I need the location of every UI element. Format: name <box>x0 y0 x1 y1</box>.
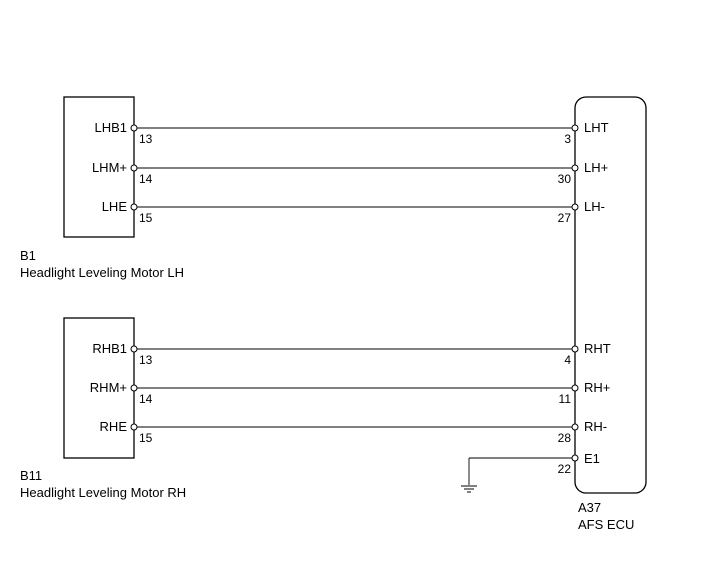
ecu-terminal-dot <box>571 384 579 392</box>
ecu-terminal-label: LH- <box>584 199 605 214</box>
ecu-name: AFS ECU <box>578 517 635 532</box>
motor-terminal-label: LHM+ <box>92 160 127 175</box>
ecu-pin-number: 3 <box>564 132 571 146</box>
ground-ecu-pin: 22 <box>558 462 572 476</box>
ecu-terminal-label: LH+ <box>584 160 608 175</box>
lh-motor-code: B1 <box>20 248 36 263</box>
ecu-pin-number: 11 <box>559 392 572 406</box>
motor-pin-number: 14 <box>139 172 153 186</box>
wire-5: RHM+ 14 11 RH+ <box>90 380 611 406</box>
motor-pin-number: 14 <box>139 392 153 406</box>
motor-pin-number: 13 <box>139 353 153 367</box>
ground-ecu-terminal: E1 <box>584 451 600 466</box>
motor-terminal-label: LHE <box>102 199 128 214</box>
rh-motor-code: B11 <box>20 468 43 483</box>
ground-icon <box>461 485 477 493</box>
ground-terminal <box>571 454 579 462</box>
ecu-terminal-dot <box>571 124 579 132</box>
ecu-terminal-dot <box>571 345 579 353</box>
ecu-caption: A37 AFS ECU <box>578 499 634 533</box>
wire-6: RHE 15 28 RH- <box>100 419 608 445</box>
motor-terminal-dot <box>130 124 138 132</box>
motor-terminal-label: LHB1 <box>94 120 127 135</box>
motor-terminal-dot <box>130 164 138 172</box>
motor-pin-number: 13 <box>139 132 153 146</box>
rh-motor-name: Headlight Leveling Motor RH <box>20 485 187 500</box>
ecu-terminal-dot <box>571 423 579 431</box>
ecu-pin-number: 4 <box>564 353 571 367</box>
motor-terminal-dot <box>130 423 138 431</box>
ecu-terminal-label: RH- <box>584 419 607 434</box>
ecu-pin-number: 27 <box>558 211 572 225</box>
ecu-pin-number: 28 <box>558 431 572 445</box>
motor-terminal-dot <box>130 384 138 392</box>
ecu-terminal-label: RH+ <box>584 380 610 395</box>
motor-terminal-dot <box>130 203 138 211</box>
ecu-code: A37 <box>578 500 602 515</box>
ecu-box <box>574 96 647 494</box>
motor-terminal-label: RHE <box>100 419 128 434</box>
lh-motor-name: Headlight Leveling Motor LH <box>20 265 185 280</box>
ground-wire: 22 E1 <box>468 451 600 485</box>
wire-1: LHB1 13 3 LHT <box>94 120 608 146</box>
motor-terminal-label: RHM+ <box>90 380 127 395</box>
wire-3: LHE 15 27 LH- <box>102 199 605 225</box>
ecu-terminal-label: LHT <box>584 120 609 135</box>
rh-motor-caption: B11 Headlight Leveling Motor RH <box>20 467 186 501</box>
lh-motor-caption: B1 Headlight Leveling Motor LH <box>20 247 184 281</box>
ecu-terminal-dot <box>571 164 579 172</box>
ecu-terminal-dot <box>571 203 579 211</box>
motor-terminal-label: RHB1 <box>92 341 127 356</box>
motor-pin-number: 15 <box>139 211 153 225</box>
wire-4: RHB1 13 4 RHT <box>92 341 610 367</box>
ecu-pin-number: 30 <box>558 172 572 186</box>
ecu-terminal-label: RHT <box>584 341 611 356</box>
motor-pin-number: 15 <box>139 431 153 445</box>
motor-terminal-dot <box>130 345 138 353</box>
wire-2: LHM+ 14 30 LH+ <box>92 160 608 186</box>
